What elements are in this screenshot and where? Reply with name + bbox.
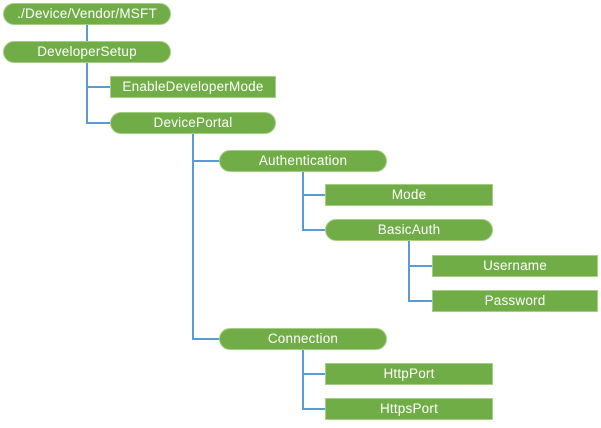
tree-node-device-portal: DevicePortal [110,112,276,134]
connector-line [86,86,110,88]
tree-node-enable-developer-mode: EnableDeveloperMode [110,76,276,98]
tree-node-basic-auth: BasicAuth [325,219,493,241]
connector-line [302,172,304,231]
tree-node-developer-setup: DeveloperSetup [3,41,171,63]
connector-line [86,122,110,124]
connector-line [86,25,88,41]
tree-node-authentication: Authentication [219,150,387,172]
tree-node-username: Username [432,255,598,277]
tree-node-root: ./Device/Vendor/MSFT [3,3,171,25]
connector-line [192,160,219,162]
tree-node-mode: Mode [325,184,493,206]
connector-line [302,229,325,231]
connector-line [86,63,88,124]
connector-line [302,194,325,196]
connector-line [302,350,304,410]
tree-node-https-port: HttpsPort [325,398,493,420]
connector-line [302,408,325,410]
connector-line [192,338,219,340]
connector-line [192,134,194,340]
connector-line [302,373,325,375]
connector-line [408,300,432,302]
connector-line [408,265,432,267]
tree-node-connection: Connection [219,328,387,350]
connector-line [408,241,410,302]
tree-node-http-port: HttpPort [325,363,493,385]
tree-node-password: Password [432,290,598,312]
